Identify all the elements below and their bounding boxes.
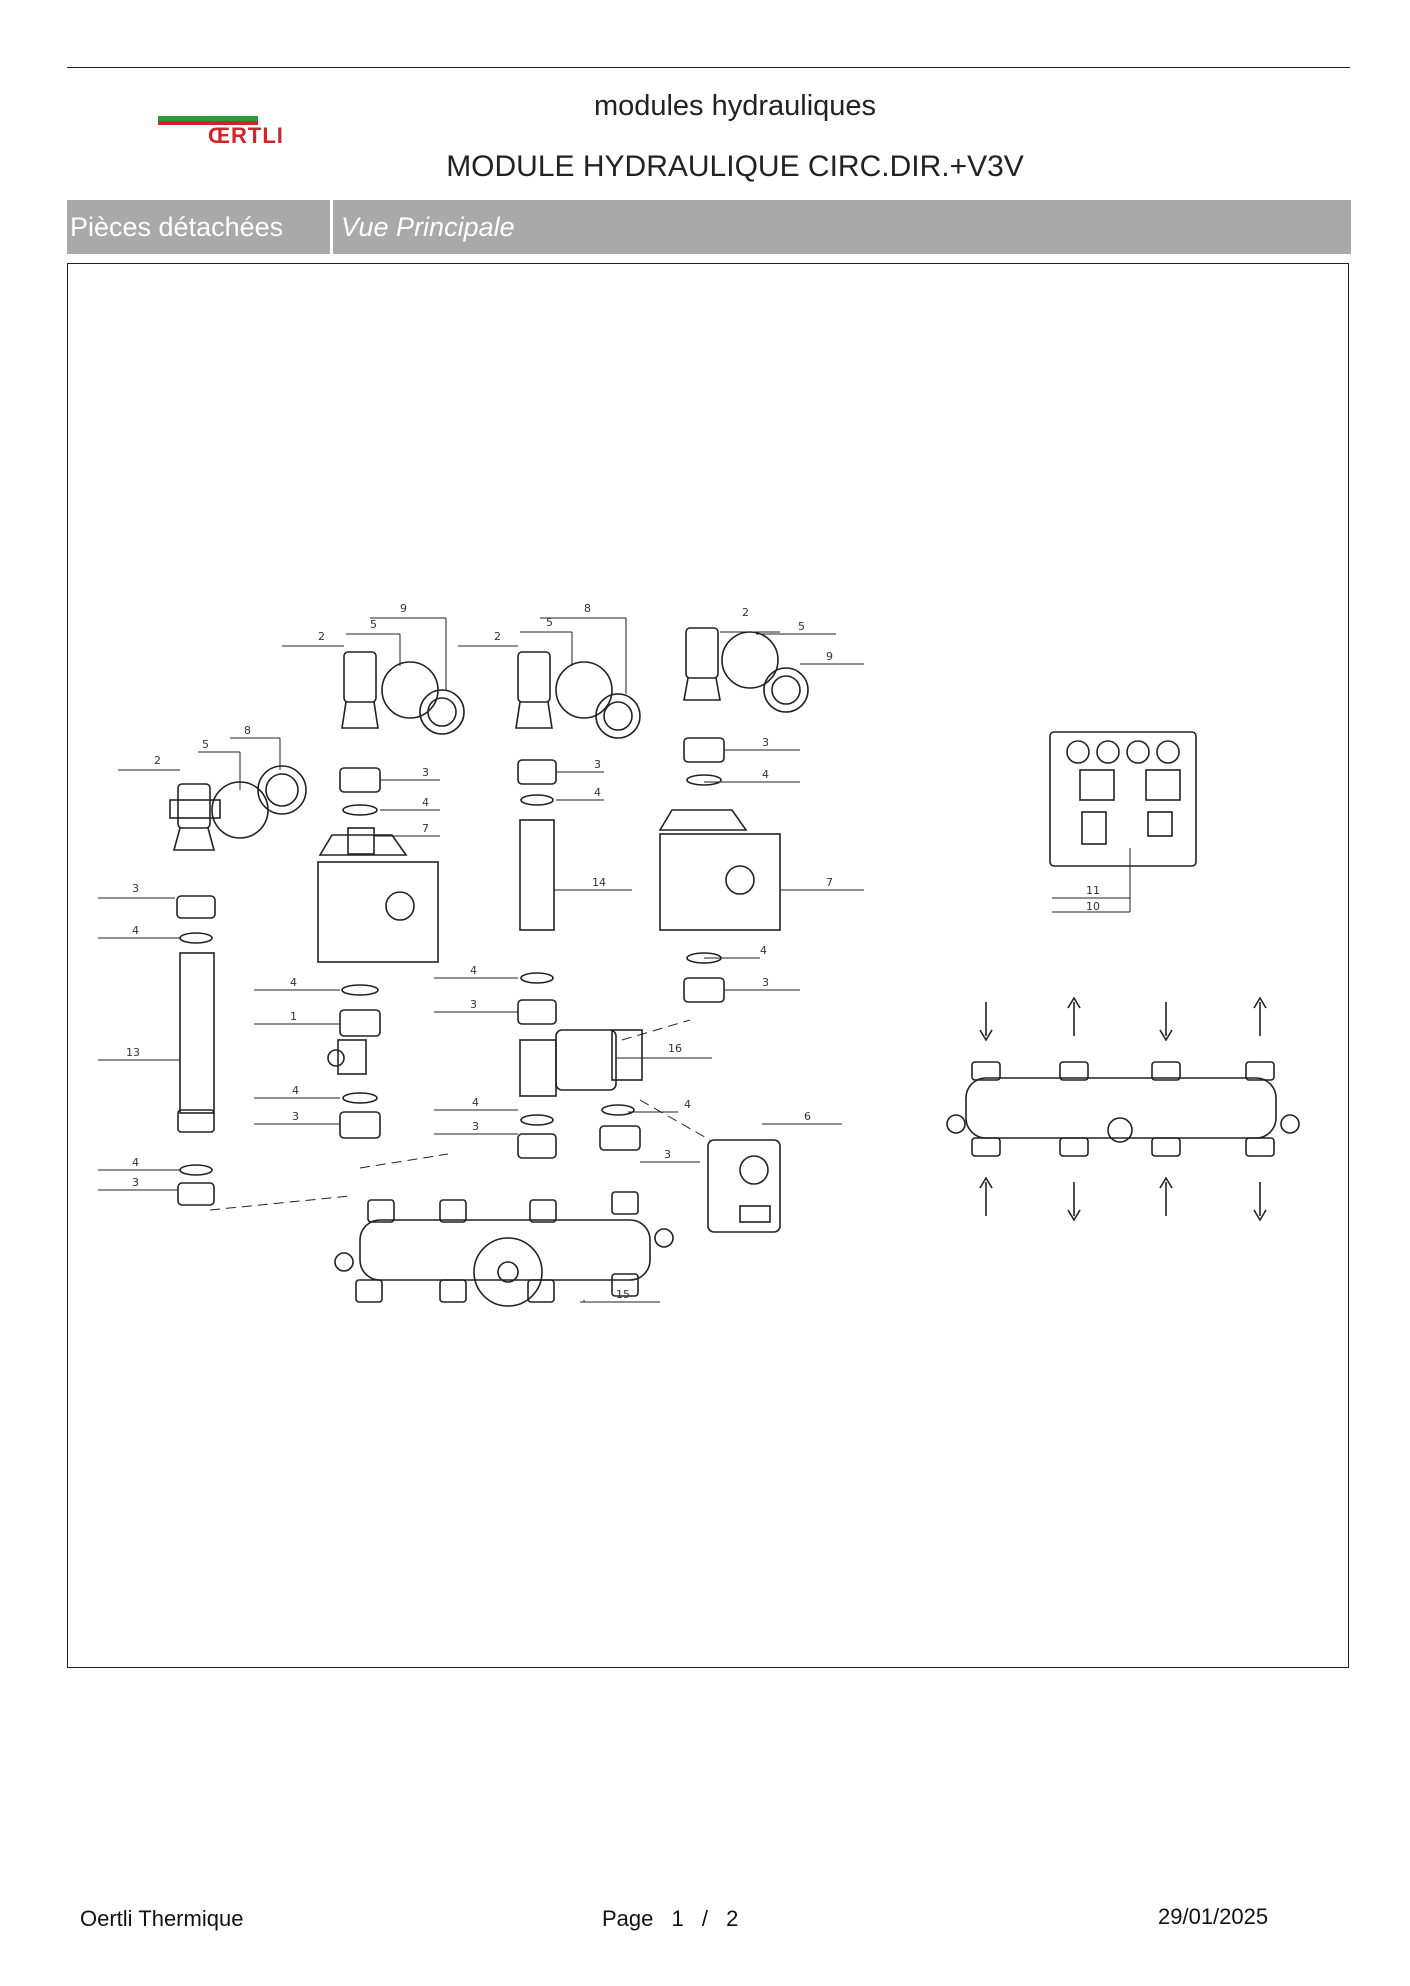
callout-15: 15 bbox=[616, 1288, 630, 1301]
page-current: 1 bbox=[671, 1906, 684, 1931]
pipe-14 bbox=[519, 819, 555, 931]
logo-text: ŒRTLI bbox=[208, 123, 284, 148]
callout-13: 13 bbox=[126, 1046, 140, 1059]
callout-10: 10 bbox=[1086, 900, 1100, 913]
callout-5-left: 5 bbox=[202, 738, 209, 751]
callout-4-col2c: 4 bbox=[292, 1084, 299, 1097]
callout-3-col2c: 3 bbox=[292, 1110, 299, 1123]
seal-4 bbox=[179, 932, 213, 944]
manifold-15 bbox=[334, 1191, 674, 1307]
column3-valve-group bbox=[515, 651, 641, 739]
product-title: MODULE HYDRAULIQUE CIRC.DIR.+V3V bbox=[446, 150, 1024, 183]
drawing-frame bbox=[67, 263, 1349, 1668]
callout-4-col3c: 4 bbox=[472, 1096, 479, 1109]
callout-4-col3b: 4 bbox=[470, 964, 477, 977]
callout-2-col3: 2 bbox=[494, 630, 501, 643]
footer-date: 29/01/2025 bbox=[1158, 1904, 1269, 1929]
callout-3-col3c: 3 bbox=[472, 1120, 479, 1133]
actuator-6 bbox=[707, 1139, 781, 1233]
callout-3-col4: 3 bbox=[762, 736, 769, 749]
callout-7-col4: 7 bbox=[826, 876, 833, 889]
leader-lines bbox=[98, 617, 1131, 1303]
callout-16: 16 bbox=[668, 1042, 682, 1055]
tab-vue-principale[interactable]: Vue Principale bbox=[341, 212, 515, 242]
callout-3-a: 3 bbox=[132, 882, 139, 895]
section-bar: Pièces détachées Vue Principale bbox=[67, 200, 1351, 254]
callout-9-col4: 9 bbox=[826, 650, 833, 663]
page-total: 2 bbox=[726, 1906, 739, 1931]
pipe-13 bbox=[179, 952, 215, 1114]
logo-green-bar bbox=[158, 116, 258, 121]
callout-2-col4: 2 bbox=[742, 606, 749, 619]
callout-4-v3v: 4 bbox=[684, 1098, 691, 1111]
callout-labels: 2 5 8 3 4 13 4 3 2 5 9 3 4 7 4 1 4 3 2 5… bbox=[126, 602, 1100, 1301]
category-title: modules hydrauliques bbox=[593, 90, 877, 122]
callout-4-col2: 4 bbox=[422, 796, 429, 809]
callout-1: 1 bbox=[290, 1010, 297, 1023]
callout-6: 6 bbox=[804, 1110, 811, 1123]
callout-5-col4: 5 bbox=[798, 620, 805, 633]
left-valve-group bbox=[169, 765, 307, 851]
logo-red-bar bbox=[158, 121, 258, 125]
callout-4-col2b: 4 bbox=[290, 976, 297, 989]
callout-4-b: 4 bbox=[132, 1156, 139, 1169]
oertli-logo: ŒRTLI bbox=[158, 114, 308, 148]
callout-3-b: 3 bbox=[132, 1176, 139, 1189]
tab-pieces-detachees[interactable]: Pièces détachées bbox=[67, 200, 333, 254]
three-way-valve-16 bbox=[519, 1029, 643, 1097]
page-label: Page bbox=[602, 1906, 654, 1931]
callout-3-col2: 3 bbox=[422, 766, 429, 779]
callout-14: 14 bbox=[592, 876, 606, 889]
column4-valve-group bbox=[683, 627, 809, 713]
callout-2-col2: 2 bbox=[318, 630, 325, 643]
footer-pagination: Page 1 / 2 bbox=[602, 1906, 750, 1932]
callout-4-a: 4 bbox=[132, 924, 139, 937]
callout-7-col2: 7 bbox=[422, 822, 429, 835]
callout-2-left: 2 bbox=[154, 754, 161, 767]
callout-8-left: 8 bbox=[244, 724, 251, 737]
footer-company: Oertli Thermique bbox=[80, 1906, 244, 1931]
callout-11: 11 bbox=[1086, 884, 1100, 897]
control-box-10-11 bbox=[1049, 731, 1197, 867]
callout-5-col3: 5 bbox=[546, 616, 553, 629]
callout-4-col4b: 4 bbox=[760, 944, 767, 957]
callout-3-col3: 3 bbox=[594, 758, 601, 771]
nut-3 bbox=[176, 895, 216, 919]
top-rule bbox=[67, 67, 1350, 68]
pump-column4 bbox=[659, 833, 781, 931]
callout-3-col4b: 3 bbox=[762, 976, 769, 989]
callout-8-col3: 8 bbox=[584, 602, 591, 615]
callout-4-col4: 4 bbox=[762, 768, 769, 781]
callout-3-v3v: 3 bbox=[664, 1148, 671, 1161]
callout-4-col3: 4 bbox=[594, 786, 601, 799]
callout-5-col2: 5 bbox=[370, 618, 377, 631]
callout-9-col2: 9 bbox=[400, 602, 407, 615]
manifold-flow-view bbox=[946, 996, 1300, 1222]
column2-valve-group bbox=[341, 651, 465, 735]
callout-3-col3b: 3 bbox=[470, 998, 477, 1011]
pump-column2 bbox=[317, 861, 439, 963]
page-separator: / bbox=[701, 1906, 709, 1931]
